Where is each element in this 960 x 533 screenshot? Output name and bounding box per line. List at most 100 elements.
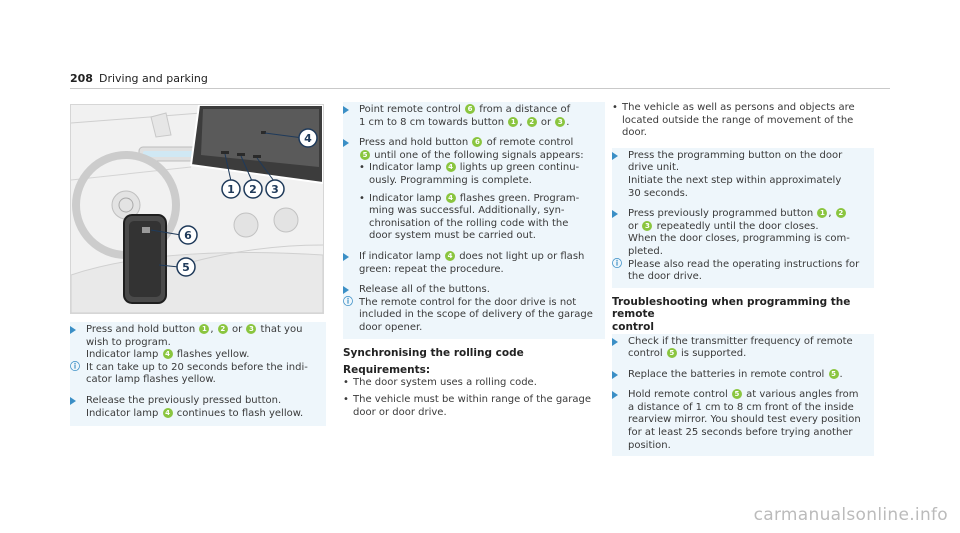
text-line: Indicator lamp <box>369 162 445 174</box>
callout-6 <box>178 225 198 245</box>
step-arrow-icon <box>70 396 76 405</box>
text-line: or <box>537 116 555 128</box>
heading-synchronising: Synchronising the rolling code <box>343 346 524 359</box>
info-icon: ⓘ <box>70 361 80 373</box>
text-line: Press and hold button <box>359 137 472 149</box>
bullet-green-flash: Indicator lamp 4 flashes green. Program-… <box>359 192 601 243</box>
text-line: Release the previously pressed button. <box>86 394 282 406</box>
text-line: control <box>628 348 666 360</box>
badge-4: 4 <box>162 407 173 418</box>
callout-3-label: 3 <box>271 183 279 196</box>
badge-3: 3 <box>642 220 653 231</box>
text-line: door. <box>622 127 647 139</box>
text-line: for at least 25 seconds before trying an… <box>628 427 853 439</box>
step-arrow-icon <box>343 252 349 261</box>
req-outside-range: The vehicle as well as persons and objec… <box>612 102 874 140</box>
text-line: or <box>628 220 642 232</box>
step-arrow-icon <box>343 106 349 114</box>
column-3: The vehicle as well as persons and objec… <box>612 102 874 457</box>
step-press-remote: Press and hold button 6 of remote contro… <box>343 137 601 243</box>
badge-6: 6 <box>472 137 483 148</box>
badge-2: 2 <box>835 208 846 219</box>
text-line: of remote control <box>483 137 574 149</box>
page-number: 208 <box>70 72 93 85</box>
step-programming-button: Press the programming button on the door… <box>612 150 870 200</box>
badge-3: 3 <box>246 324 257 334</box>
text-line: The door system uses a rolling code. <box>353 376 537 388</box>
text-line: The vehicle as well as persons and objec… <box>622 102 855 113</box>
text-line: . <box>839 368 843 380</box>
text-line: lights up green continu- <box>456 162 580 174</box>
text-line: cator lamp flashes yellow. <box>86 374 216 386</box>
text-line: located outside the range of movement of… <box>622 114 854 126</box>
step-arrow-icon <box>612 210 618 219</box>
text-line: , <box>828 208 835 220</box>
badge-4: 4 <box>162 349 173 360</box>
text-line: pleted. <box>628 245 663 257</box>
illustration: 1 2 3 4 6 5 <box>70 104 324 314</box>
car-interior-illustration: 1 2 3 4 6 5 <box>71 105 323 313</box>
text-line: Please also read the operating instructi… <box>628 258 860 270</box>
step-arrow-icon <box>612 337 618 346</box>
text-line: The remote control for the door drive is… <box>359 296 577 308</box>
text-line: Release all of the buttons. <box>359 284 490 296</box>
text-line: 30 seconds. <box>628 187 688 199</box>
column-1: Press and hold button 1, 2 or 3 that you… <box>70 322 326 427</box>
column-2: Point remote control 6 from a distance o… <box>343 102 605 419</box>
step-arrow-icon <box>612 151 618 160</box>
text-line: Indicator lamp <box>86 407 162 419</box>
text-line: a distance of 1 cm to 8 cm front of the … <box>628 401 854 413</box>
text-line: position. <box>628 439 671 451</box>
text-line: Point remote control <box>359 104 465 115</box>
text-line: is supported. <box>677 348 747 360</box>
text-line: When the door closes, programming is com… <box>628 233 850 245</box>
text-line: included in the scope of delivery of the… <box>359 309 593 321</box>
text-line: 1 cm to 8 cm towards button <box>359 116 508 128</box>
req-range: The vehicle must be within range of the … <box>343 394 605 419</box>
badge-5: 5 <box>828 368 839 379</box>
text-line: drive unit. <box>628 162 680 174</box>
text-line: repeatedly until the door closes. <box>653 220 819 232</box>
badge-4: 4 <box>445 192 456 203</box>
badge-6: 6 <box>465 104 476 114</box>
badge-1: 1 <box>817 208 828 219</box>
text-line: green: repeat the procedure. <box>359 263 504 275</box>
text-line: does not light up or flash <box>456 250 585 262</box>
step-hold-angles: Hold remote control 5 at various angles … <box>612 389 870 452</box>
text-line: Initiate the next step within approximat… <box>628 174 842 186</box>
text-line: ming was successful. Additionally, syn- <box>369 205 565 217</box>
text-line: Hold remote control <box>628 389 731 401</box>
badge-2: 2 <box>526 116 537 127</box>
step-arrow-icon <box>612 370 618 379</box>
step-press-programmed: Press previously programmed button 1, 2 … <box>612 208 870 258</box>
text-line: It can take up to 20 seconds before the … <box>86 361 308 373</box>
text-line: . <box>566 116 570 128</box>
badge-4: 4 <box>445 250 456 261</box>
badge-2: 2 <box>217 324 228 334</box>
text-line: wish to program. <box>86 336 171 348</box>
badge-5: 5 <box>666 348 677 359</box>
note-remote-not-included: ⓘ The remote control for the door drive … <box>343 297 601 335</box>
step-arrow-icon <box>70 326 76 334</box>
req-rolling-code: The door system uses a rolling code. <box>343 377 605 390</box>
text-line: door system must be carried out. <box>369 230 536 242</box>
callout-3 <box>265 179 285 199</box>
step-point-remote: Point remote control 6 from a distance o… <box>343 104 601 129</box>
text-line: rearview mirror. You should test every p… <box>628 414 861 426</box>
text-line: control <box>612 320 654 333</box>
callout-4-label: 4 <box>304 132 312 145</box>
callout-4 <box>298 128 318 148</box>
step-arrow-icon <box>612 391 618 400</box>
badge-1: 1 <box>199 324 210 334</box>
text-line: flashes yellow. <box>173 349 250 361</box>
text-line: or <box>228 324 246 335</box>
text-line: Check if the transmitter frequency of re… <box>628 335 853 347</box>
section-title: Driving and parking <box>98 72 208 85</box>
text-line: from a distance of <box>476 104 571 115</box>
heading-requirements: Requirements: <box>343 364 431 377</box>
badge-1: 1 <box>508 116 519 127</box>
text-line: Press the programming button on the door <box>628 149 843 161</box>
step-press-hold: Press and hold button 1, 2 or 3 that you… <box>70 324 320 362</box>
callout-1 <box>221 179 241 199</box>
text-line: The vehicle must be within range of the … <box>353 394 592 406</box>
